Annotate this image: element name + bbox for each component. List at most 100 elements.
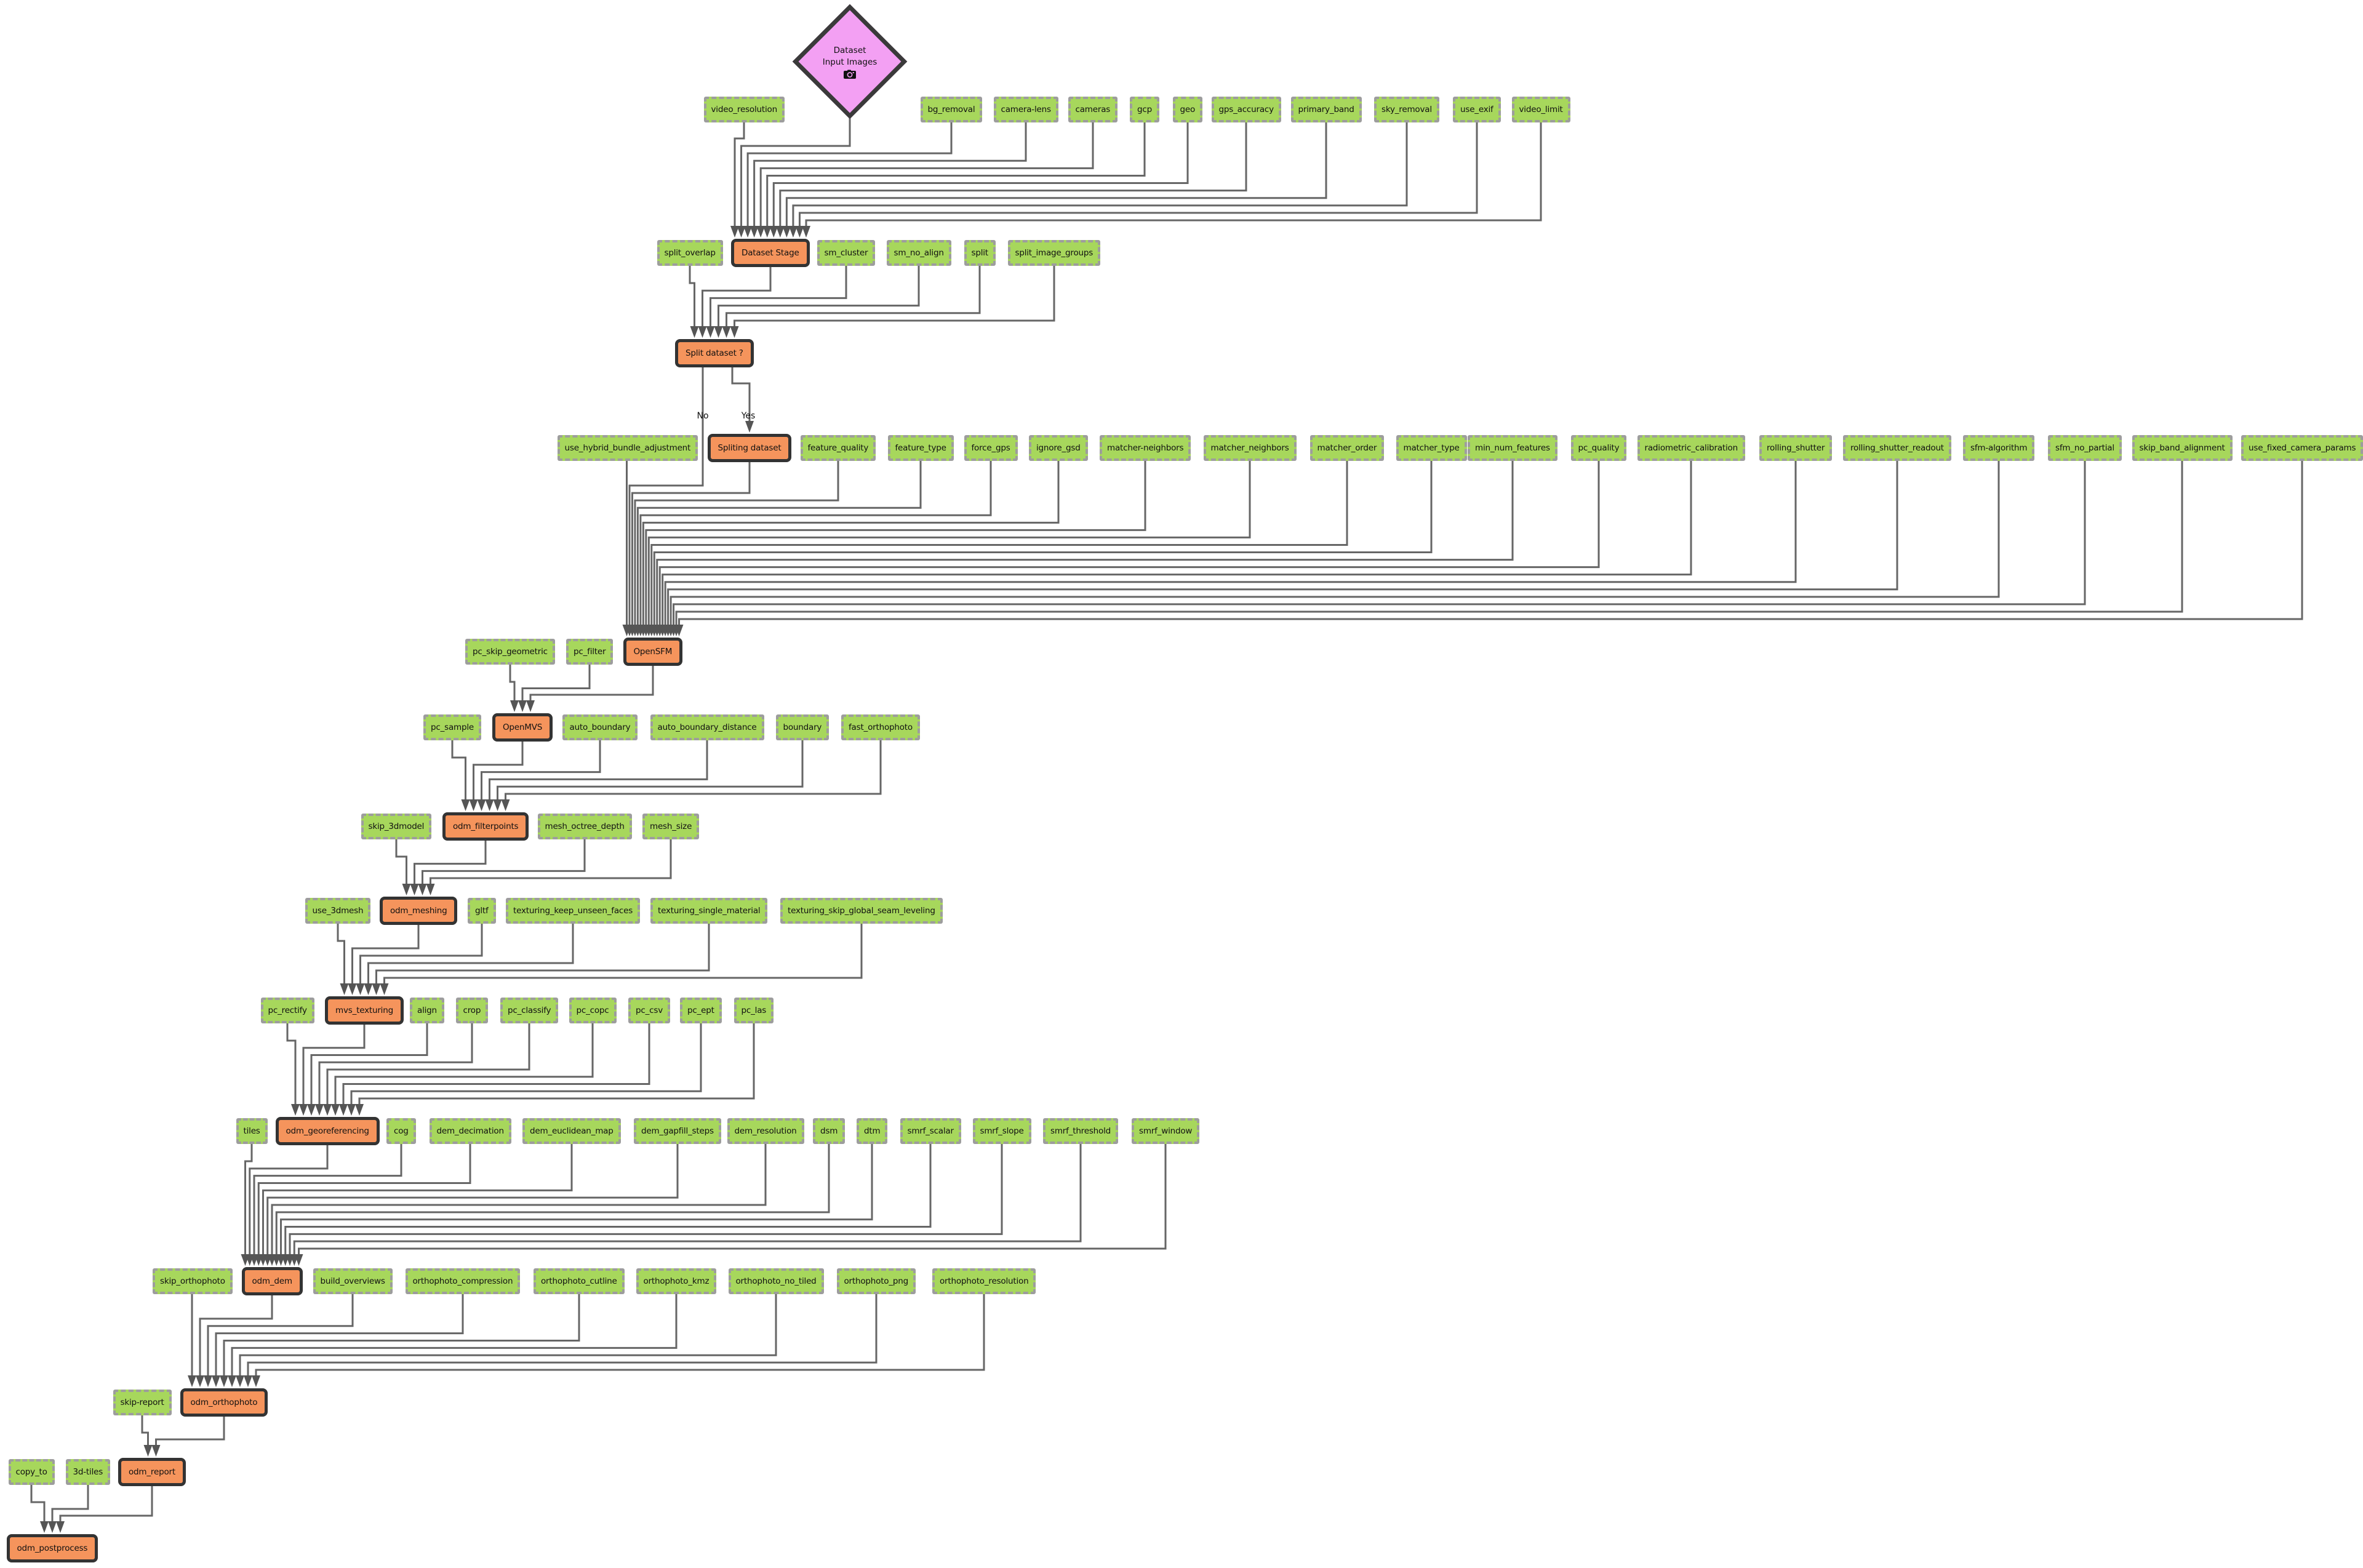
edge-line	[753, 122, 1027, 227]
param-orthophoto_no_tiled: orthophoto_no_tiled	[728, 1268, 824, 1294]
stage-splitting_dataset: Spliting dataset	[707, 434, 792, 462]
param-auto_boundary: auto_boundary	[562, 714, 638, 740]
edge-line	[673, 461, 2086, 626]
edge-arrowhead	[493, 799, 502, 811]
param-primary_band: primary_band	[1290, 97, 1362, 122]
edge-arrowhead	[48, 1521, 57, 1533]
param-texturing_keep_unseen_faces: texturing_keep_unseen_faces	[506, 898, 641, 924]
edge-line	[710, 266, 847, 327]
edge-line	[675, 461, 2183, 626]
param-cog: cog	[386, 1118, 416, 1144]
edge-line	[631, 462, 751, 626]
param-smrf_slope: smrf_slope	[972, 1118, 1031, 1144]
edge-line	[155, 1417, 225, 1446]
param-gps_accuracy: gps_accuracy	[1211, 97, 1281, 122]
param-matcher_neighbors_h: matcher-neighbors	[1100, 435, 1191, 461]
edge-line	[275, 1144, 830, 1255]
edge-arrowhead	[294, 1254, 303, 1266]
edge-line	[414, 841, 487, 885]
param-rolling_shutter_readout: rolling_shutter_readout	[1843, 435, 1951, 461]
edge-line	[634, 461, 839, 626]
edge-arrowhead	[252, 1375, 260, 1387]
param-split: split	[964, 240, 996, 266]
edge-arrowhead	[40, 1521, 49, 1533]
edge-arrowhead	[714, 326, 723, 338]
param-split_overlap: split_overlap	[657, 240, 723, 266]
stage-opensfm: OpenSFM	[623, 638, 683, 666]
edge-line	[772, 122, 1189, 227]
param-matcher_order: matcher_order	[1309, 435, 1385, 461]
param-pc_las: pc_las	[734, 998, 774, 1023]
edge-line	[284, 1144, 932, 1255]
edge-arrowhead	[331, 1104, 340, 1116]
edge-line	[647, 461, 1251, 626]
edge-arrowhead	[220, 1375, 228, 1387]
edge-line	[670, 461, 2000, 626]
stage-odm_orthophoto: odm_orthophoto	[180, 1388, 268, 1417]
param-pc_skip_geometric: pc_skip_geometric	[465, 639, 555, 665]
edge-line	[798, 122, 1478, 227]
param-force_gps: force_gps	[964, 435, 1018, 461]
edge-arrowhead	[204, 1375, 212, 1387]
param-smrf_threshold: smrf_threshold	[1043, 1118, 1119, 1144]
param-feature_quality: feature_quality	[800, 435, 876, 461]
edge-arrowhead	[526, 700, 535, 712]
edge-line	[266, 1144, 679, 1255]
edge-arrowhead	[501, 799, 510, 811]
edge-arrowhead	[762, 226, 772, 238]
diamond-label: Dataset Input Images	[793, 5, 906, 118]
edge-arrowhead	[355, 1104, 364, 1116]
edge-line	[636, 461, 922, 626]
param-dem_decimation: dem_decimation	[429, 1118, 511, 1144]
edge-line	[359, 924, 483, 985]
edge-arrowhead	[339, 1104, 348, 1116]
edge-line	[326, 1023, 530, 1105]
edge-arrowhead	[698, 326, 707, 338]
param-smrf_scalar: smrf_scalar	[900, 1118, 961, 1144]
edge-line	[215, 1294, 464, 1377]
param-mesh_octree_depth: mesh_octree_depth	[537, 814, 632, 839]
edge-line	[318, 1023, 473, 1105]
edge-line	[207, 1294, 354, 1377]
edge-line	[779, 122, 1247, 227]
edge-arrowhead	[795, 226, 804, 238]
edge-line	[298, 1144, 1167, 1255]
param-dem_euclidean_map: dem_euclidean_map	[522, 1118, 621, 1144]
edge-arrowhead	[315, 1104, 324, 1116]
param-skip_band_alignment: skip_band_alignment	[2132, 435, 2233, 461]
edge-line	[249, 1145, 329, 1255]
edge-line	[231, 1294, 678, 1377]
param-dem_resolution: dem_resolution	[727, 1118, 804, 1144]
edge-arrowhead	[722, 326, 731, 338]
param-crop: crop	[455, 998, 489, 1023]
param-use_fixed_camera_params: use_fixed_camera_params	[2241, 435, 2363, 461]
param-pc_ept: pc_ept	[680, 998, 722, 1023]
edge-line	[766, 122, 1146, 227]
edge-arrowhead	[356, 983, 365, 995]
edge-arrowhead	[782, 226, 791, 238]
param-sky_removal: sky_removal	[1374, 97, 1439, 122]
stage-split_dataset: Split dataset ?	[675, 339, 754, 367]
param-min_num_features: min_num_features	[1468, 435, 1557, 461]
param-align: align	[410, 998, 444, 1023]
edge-arrowhead	[750, 226, 759, 238]
edge-arrowhead	[730, 326, 739, 338]
edge-line	[367, 924, 574, 985]
param-video_limit: video_limit	[1511, 97, 1570, 122]
edge-arrowhead	[323, 1104, 332, 1116]
edge-arrowhead	[364, 983, 373, 995]
edge-line	[422, 839, 586, 885]
diamond-label-line1: Dataset	[833, 45, 866, 55]
edge-arrowhead	[244, 1375, 252, 1387]
edge-line	[509, 665, 516, 702]
edge-arrowhead	[212, 1375, 220, 1387]
edge-line	[759, 122, 1094, 227]
edge-arrowhead	[706, 326, 715, 338]
stage-odm_dem: odm_dem	[241, 1267, 303, 1295]
param-pc_rectify: pc_rectify	[260, 998, 314, 1023]
param-dtm: dtm	[857, 1118, 888, 1144]
param-feature_type: feature_type	[887, 435, 954, 461]
edge-arrowhead	[380, 983, 389, 995]
edge-arrowhead	[56, 1521, 65, 1533]
edge-line	[293, 1144, 1082, 1255]
